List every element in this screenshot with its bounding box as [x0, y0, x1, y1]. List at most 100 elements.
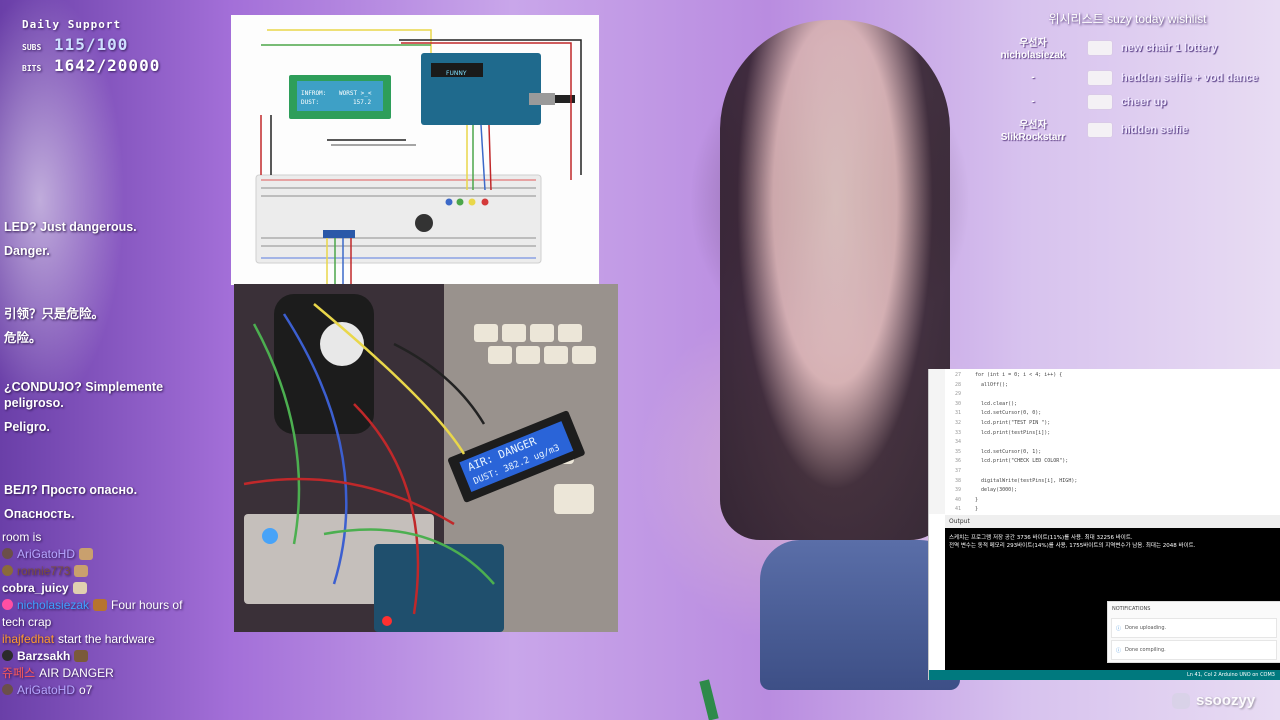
arduino-ide-window: 27 28 29 30 31 32 33 34 35 36 37 38 39 4…: [928, 369, 1280, 680]
wishlist-row: - hedden selfie + vod dance: [985, 68, 1270, 92]
notification-text: Done compiling.: [1125, 647, 1166, 653]
circuit-diagram: INFROM: WORST >_< DUST: 157.2 FUNNY: [231, 15, 599, 285]
dust-sensor: [323, 230, 355, 238]
ide-code-editor[interactable]: for (int i = 0; i < 4; i++) { allOff(); …: [975, 372, 1078, 513]
emote-icon: [74, 564, 89, 577]
channel-watermark: ssoozyy: [1172, 692, 1255, 709]
chat-username[interactable]: ronnie773: [17, 563, 71, 578]
emote-icon: [74, 649, 89, 662]
wishlist-donor: 우선자 nicholasiezak: [1000, 38, 1066, 61]
wishlist-donor: -: [1031, 96, 1035, 107]
lcd-line1-value: WORST >_<: [339, 90, 372, 97]
photo-red-led: [382, 616, 392, 626]
translation-line: Peligro.: [4, 420, 50, 434]
channel-name: ssoozyy: [1196, 692, 1256, 709]
chat-username[interactable]: cobra_juicy: [2, 580, 69, 595]
ide-line-numbers: 27 28 29 30 31 32 33 34 35 36 37 38 39 4…: [954, 372, 961, 532]
ide-status-bar: Ln 41, Col 2 Arduino UNO on COM3: [929, 670, 1280, 680]
gift-icon: [1087, 122, 1113, 138]
streamer-camera-feed: [720, 20, 950, 540]
translation-line: ВЕЛ? Просто опасно.: [4, 483, 138, 497]
chat-text: start the hardware: [58, 631, 155, 646]
photo-blue-led: [262, 528, 278, 544]
info-icon: ⓘ: [1116, 625, 1122, 632]
wishlist-row: - cheer up: [985, 92, 1270, 116]
notifications-title: NOTIFICATIONS: [1112, 606, 1151, 612]
translation-russian: ВЕЛ? Просто опасно. Опасность.: [4, 482, 137, 522]
translation-line: Опасность.: [4, 507, 75, 521]
circuit-diagram-svg: INFROM: WORST >_< DUST: 157.2 FUNNY: [255, 29, 582, 285]
buzzer: [415, 214, 433, 232]
arduino-brand: FUNNY: [446, 70, 467, 77]
translation-chinese: 引领？只是危险。 危险。: [4, 306, 104, 346]
chat-line: ronnie773: [2, 562, 232, 579]
ide-output-tab[interactable]: Output: [945, 515, 1280, 528]
translation-line: Danger.: [4, 244, 50, 258]
photo-arduino: [374, 544, 504, 632]
gift-icon: [1087, 40, 1113, 56]
wishlist-widget: 위시리스트 suzy today wishlist 우선자 nicholasie…: [985, 10, 1270, 143]
ide-gutter: [929, 369, 945, 514]
chat-line: AriGatoHD: [2, 545, 232, 562]
chat-line: cobra_juicy: [2, 579, 232, 596]
heart-badge-icon: [2, 599, 13, 610]
chat-line: nicholasiezak Four hours of: [2, 596, 232, 613]
chat-username[interactable]: nicholasiezak: [17, 597, 90, 612]
wishlist-item: cheer up: [1121, 96, 1167, 108]
subs-value: 115/100: [54, 35, 129, 54]
lcd-line2-label: DUST:: [301, 99, 319, 106]
subs-label: SUBS: [22, 43, 42, 52]
translation-line: LED? Just dangerous.: [4, 220, 137, 234]
hardware-photo: AIR: DANGER DUST: 382.2 ug/m3: [234, 284, 618, 632]
console-line: 스케치는 프로그램 저장 공간 3736 바이트(11%)를 사용. 최대 32…: [949, 535, 1133, 541]
user-badge-icon: [2, 565, 13, 576]
bits-label: BITS: [22, 64, 42, 73]
chat-text: tech crap: [2, 614, 52, 629]
chat-username[interactable]: AriGatoHD: [17, 546, 76, 561]
bits-value: 1642/20000: [54, 56, 161, 75]
translation-spanish: ¿CONDUJO? Simplemente peligroso. Peligro…: [4, 379, 204, 435]
translation-line: 危险。: [4, 331, 42, 345]
chat-username[interactable]: ihajfedhat: [2, 631, 55, 646]
discord-logo-icon: [1172, 692, 1190, 709]
chat-line-partial: room is: [2, 528, 232, 545]
translation-english: LED? Just dangerous. Danger.: [4, 219, 137, 259]
user-badge-icon: [2, 650, 13, 661]
translation-line: ¿CONDUJO? Simplemente peligroso.: [4, 380, 164, 410]
wishlist-row: 우선자 nicholasiezak new chair 1 lottery: [985, 38, 1270, 62]
led-blue: [445, 198, 453, 206]
emote-icon: [79, 547, 94, 560]
support-title: Daily Support: [22, 18, 122, 31]
wishlist-title: 위시리스트 suzy today wishlist: [1048, 12, 1207, 26]
info-icon: ⓘ: [1116, 647, 1122, 654]
wishlist-item: new chair 1 lottery: [1121, 42, 1218, 54]
user-badge-icon: [2, 548, 13, 559]
chat-text: room is: [2, 529, 42, 544]
led-green: [456, 198, 464, 206]
chat-username[interactable]: Barzsakh: [17, 648, 71, 663]
chat-text: o7: [79, 682, 93, 697]
gift-icon: [1087, 94, 1113, 110]
wishlist-item: hidden selfie: [1121, 124, 1189, 136]
wishlist-item: hedden selfie + vod dance: [1121, 72, 1259, 84]
emote-icon: [72, 581, 87, 594]
lcd-line2-value: 157.2: [353, 99, 371, 106]
notification-text: Done uploading.: [1125, 625, 1167, 631]
wishlist-row: 우선자 SlikRockstarr hidden selfie: [985, 120, 1270, 144]
chat-username[interactable]: 쥬페스: [2, 666, 36, 680]
translation-line: 引领？只是危险。: [4, 307, 105, 321]
gift-icon: [1087, 70, 1113, 86]
chat-username[interactable]: AriGatoHD: [17, 682, 76, 697]
streamer-outfit: [760, 540, 960, 690]
hardware-photo-svg: AIR: DANGER DUST: 382.2 ug/m3: [234, 284, 618, 632]
emote-icon: [93, 598, 108, 611]
lcd-line1-label: INFROM:: [301, 90, 326, 97]
chat-text: Four hours of: [111, 597, 183, 612]
console-line: 전역 변수는 동적 메모리 293바이트(14%)를 사용, 1755바이트의 …: [949, 543, 1196, 549]
